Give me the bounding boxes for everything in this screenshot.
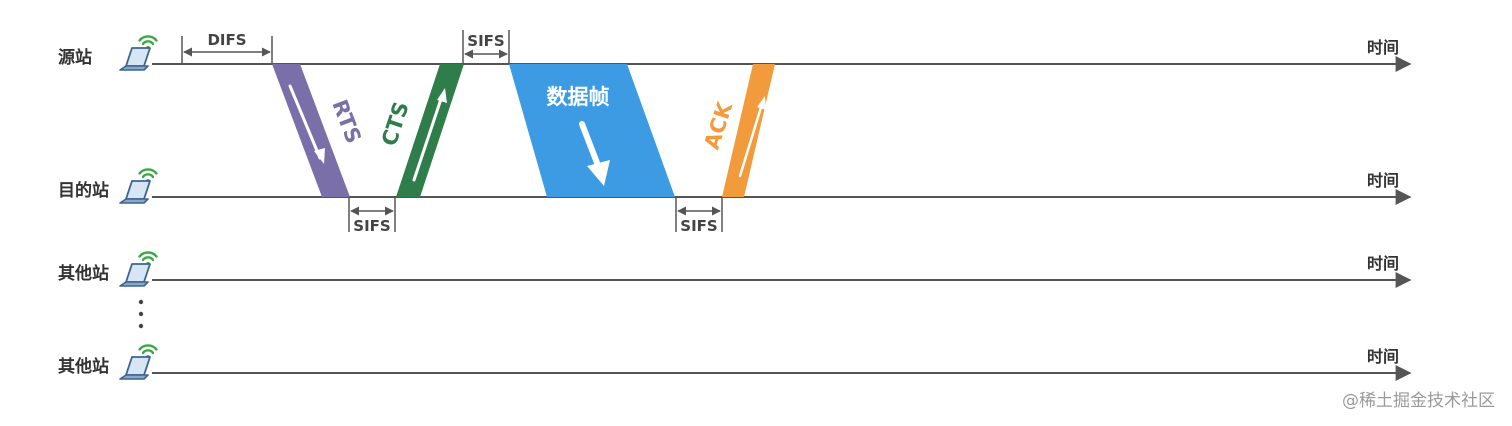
rts-frame: RTS: [272, 64, 366, 197]
rts-frame-shape: [272, 64, 350, 197]
sifs-label: SIFS: [353, 217, 390, 235]
difs-label: DIFS: [207, 31, 246, 49]
sifs-interval-2: SIFS: [462, 30, 510, 64]
cts-frame: CTS: [377, 64, 464, 197]
laptop-wifi-icon: [118, 251, 158, 288]
station-row-source: 源站 时间: [58, 35, 1412, 72]
time-axis-label: 时间: [1367, 171, 1399, 190]
ack-frame-shape: [722, 64, 775, 197]
sifs-interval-1: SIFS: [348, 197, 396, 235]
time-axis-label: 时间: [1367, 347, 1399, 366]
sifs-label: SIFS: [467, 32, 504, 50]
time-axis-label: 时间: [1367, 254, 1399, 273]
station-label: 源站: [58, 47, 92, 68]
station-label: 其他站: [58, 263, 109, 284]
station-label: 目的站: [58, 180, 109, 201]
station-row-destination: 目的站 时间: [58, 168, 1412, 205]
vertical-dots: [138, 299, 144, 329]
watermark: @稀土掘金技术社区: [1342, 391, 1495, 411]
station-row-other-1: 其他站 时间: [58, 251, 1412, 288]
laptop-wifi-icon: [118, 168, 158, 205]
ack-label: ACK: [700, 99, 738, 153]
data-frame-shape: [509, 64, 675, 197]
data-frame: 数据帧: [509, 64, 675, 197]
difs-interval: DIFS: [181, 31, 273, 64]
sifs-interval-3: SIFS: [675, 197, 723, 235]
ack-frame: ACK: [700, 64, 775, 197]
sifs-label: SIFS: [680, 217, 717, 235]
laptop-wifi-icon: [118, 344, 158, 381]
station-row-other-2: 其他站 时间: [58, 344, 1412, 381]
cts-label: CTS: [377, 99, 414, 149]
station-label: 其他站: [58, 356, 109, 377]
time-axis-label: 时间: [1367, 38, 1399, 57]
laptop-wifi-icon: [118, 35, 158, 72]
data-frame-label: 数据帧: [547, 85, 610, 109]
rts-label: RTS: [327, 96, 365, 146]
